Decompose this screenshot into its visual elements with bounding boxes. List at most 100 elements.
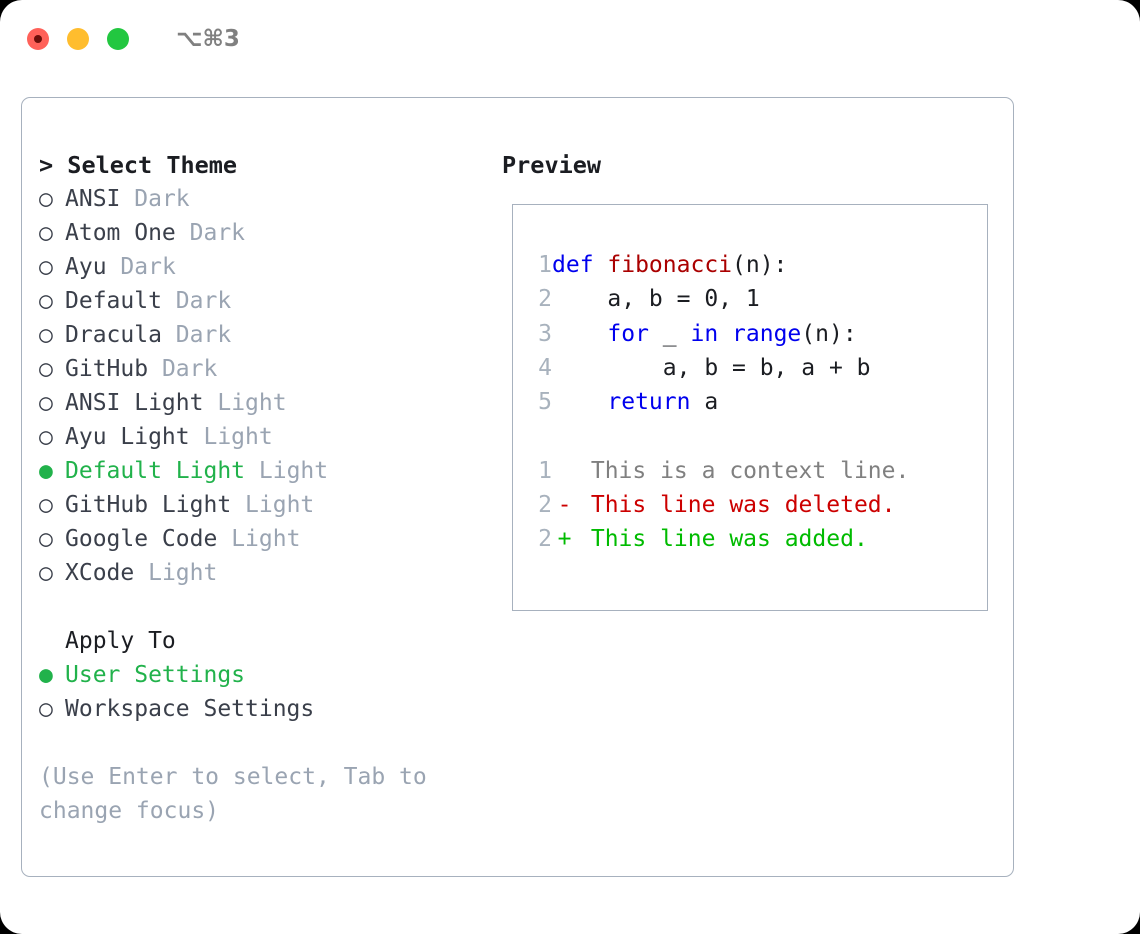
- line-number: 2: [538, 286, 552, 313]
- keyboard-shortcut-label: ⌥⌘3: [176, 26, 240, 52]
- radio-icon-selected: ●: [39, 458, 53, 484]
- apply-to-option-label: User Settings: [65, 662, 246, 688]
- preview-column: Preview: [502, 148, 1002, 182]
- list-spacer: [39, 590, 479, 624]
- theme-variant: [134, 556, 148, 590]
- radio-icon: ○: [39, 424, 53, 450]
- line-number: 5: [538, 389, 552, 416]
- line-number: 2: [538, 526, 552, 553]
- apply-to-list: ● User Settings ○ Workspace Settings: [39, 658, 479, 726]
- radio-icon: ○: [39, 356, 53, 382]
- apply-to-option-label: Workspace Settings: [65, 696, 315, 722]
- theme-name: XCode: [65, 560, 135, 586]
- theme-name: ANSI: [65, 186, 121, 212]
- theme-variant: [217, 522, 231, 556]
- diff-line-added: 2+ This line was added.: [524, 522, 909, 556]
- code-token: _: [648, 320, 691, 347]
- theme-name: Dracula: [65, 322, 162, 348]
- radio-icon: ○: [39, 322, 53, 348]
- radio-icon: ○: [39, 390, 53, 416]
- theme-list-item[interactable]: ○ Ayu Dark: [39, 250, 479, 284]
- code-token: in: [690, 320, 719, 347]
- code-token: (n):: [732, 252, 788, 278]
- theme-list-item[interactable]: ○XCode Light: [39, 556, 479, 590]
- window-titlebar: ⌥⌘3: [0, 0, 1140, 78]
- radio-icon: ○: [39, 696, 53, 722]
- hint-spacer: [39, 726, 479, 760]
- radio-icon: ○: [39, 254, 53, 280]
- apply-to-option-selected[interactable]: ● User Settings: [39, 658, 479, 692]
- maximize-window-icon[interactable]: [107, 28, 129, 50]
- theme-variant-label: Light: [231, 526, 301, 552]
- theme-list-item[interactable]: ○ ANSI Dark: [39, 182, 479, 216]
- diff-text: This line was deleted.: [577, 492, 896, 519]
- theme-variant-label: Dark: [134, 186, 190, 212]
- code-token: a, b = 0, 1: [552, 286, 760, 313]
- theme-list-item[interactable]: ○GitHub Light Light: [39, 488, 479, 522]
- theme-variant: [231, 488, 245, 522]
- code-token: [718, 317, 732, 351]
- theme-name: Google Code: [65, 526, 218, 552]
- theme-variant-label: Dark: [175, 322, 232, 348]
- theme-selector-column: > Select Theme ○ANSI Dark ○Atom One Dark…: [39, 148, 479, 828]
- apply-to-option[interactable]: ○ Workspace Settings: [39, 692, 479, 726]
- diff-marker-minus: -: [557, 492, 572, 519]
- code-token: def: [552, 252, 608, 278]
- theme-variant-label: Dark: [120, 254, 176, 280]
- theme-list-item[interactable]: ○ Google Code Light: [39, 522, 479, 556]
- code-token: a, b = b, a + b: [552, 354, 871, 381]
- theme-list-item-selected[interactable]: ●Default Light Light: [39, 454, 479, 488]
- theme-variant: [120, 182, 134, 216]
- line-number: 4: [538, 354, 552, 381]
- traffic-light-controls: [27, 28, 129, 50]
- diff-marker: [552, 454, 577, 488]
- theme-list-item[interactable]: ○ Ayu Light Light: [39, 420, 479, 454]
- radio-icon-selected: ●: [39, 662, 53, 688]
- theme-list-item[interactable]: ○Default Dark: [39, 284, 479, 318]
- theme-variant-label: Light: [203, 424, 273, 450]
- code-token: return: [607, 389, 691, 416]
- close-window-icon[interactable]: [27, 28, 49, 50]
- theme-list: ○ ANSI Dark ○ Atom One Dark ○ Ayu Dark ○Def…: [39, 182, 479, 590]
- code-token: [552, 385, 607, 419]
- diff-line-deleted: 2- This line was deleted.: [524, 488, 909, 522]
- theme-name: GitHub: [65, 356, 149, 382]
- code-line: 4 a, b = b, a + b: [524, 351, 909, 385]
- theme-variant-label: Dark: [175, 288, 232, 314]
- apply-to-heading: Apply To: [65, 628, 176, 654]
- theme-list-item[interactable]: ○ Atom One Dark: [39, 216, 479, 250]
- theme-variant: [176, 216, 190, 250]
- line-number: 1: [538, 252, 552, 278]
- theme-variant: [148, 352, 162, 386]
- code-blank-line: [524, 419, 909, 453]
- code-token: [552, 317, 607, 351]
- theme-name: Ayu Light: [65, 424, 190, 450]
- theme-variant-label: Dark: [189, 220, 246, 246]
- line-number: 1: [538, 457, 552, 484]
- theme-name: Atom One: [65, 220, 176, 246]
- theme-variant: [245, 454, 259, 488]
- theme-variant-label: Light: [258, 458, 329, 484]
- radio-icon: ○: [39, 526, 53, 552]
- radio-icon: ○: [39, 186, 53, 212]
- keyboard-hint-text: (Use Enter to select, Tab to change focu…: [39, 764, 441, 824]
- preview-heading: Preview: [502, 151, 602, 179]
- theme-variant-label: Light: [245, 492, 315, 518]
- diff-text: This line was added.: [577, 526, 868, 553]
- code-line: 3 for _ in range(n):: [524, 317, 909, 351]
- code-token: range: [732, 320, 802, 347]
- theme-list-item[interactable]: ○ANSI Light Light: [39, 386, 479, 420]
- minimize-window-icon[interactable]: [67, 28, 89, 50]
- theme-variant: [162, 284, 176, 318]
- theme-list-item[interactable]: ○ Dracula Dark: [39, 318, 479, 352]
- theme-variant-label: Light: [148, 560, 218, 586]
- code-token: for: [607, 320, 649, 347]
- theme-name: Ayu: [65, 254, 107, 280]
- radio-icon: ○: [39, 220, 53, 246]
- theme-list-item[interactable]: ○GitHub Dark: [39, 352, 479, 386]
- diff-text: This is a context line.: [577, 457, 910, 484]
- theme-variant-label: Light: [217, 390, 287, 416]
